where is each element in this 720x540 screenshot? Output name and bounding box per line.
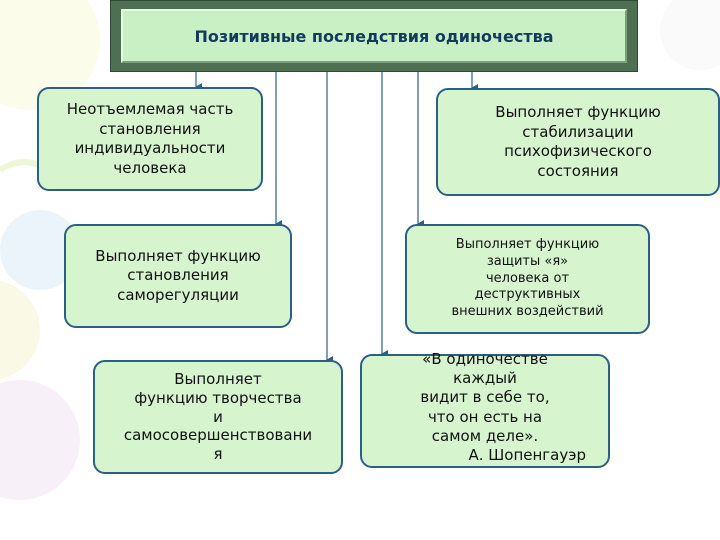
quote-author: А. Шопенгауэр	[468, 445, 586, 464]
quote-block: «В одиночестве каждый видит в себе то, ч…	[362, 350, 608, 465]
box-self-protection-text: Выполняет функцию защиты «я» человека от…	[451, 236, 604, 320]
box-self-protection: Выполняет функцию защиты «я» человека от…	[405, 224, 650, 334]
box-quote: «В одиночестве каждый видит в себе то, ч…	[360, 350, 610, 468]
diagram-title: Позитивные последствия одиночества	[194, 26, 554, 46]
quote-text: «В одиночестве каждый видит в себе то, ч…	[420, 350, 550, 445]
box-stabilization: Выполняет функцию стабилизации психофизи…	[436, 88, 720, 196]
diagram-title-panel: Позитивные последствия одиночества	[121, 9, 627, 63]
diagram-title-frame: Позитивные последствия одиночества	[110, 0, 638, 72]
box-self-regulation-text: Выполняет функцию становления саморегуля…	[95, 246, 261, 304]
box-self-regulation: Выполняет функцию становления саморегуля…	[64, 224, 292, 328]
box-creativity-text: Выполняет функцию творчества и самосовер…	[123, 370, 313, 464]
box-integral-part: Неотъемлемая часть становления индивидуа…	[37, 87, 263, 191]
box-integral-part-text: Неотъемлемая часть становления индивидуа…	[66, 100, 234, 177]
box-stabilization-text: Выполняет функцию стабилизации психофизи…	[495, 103, 661, 180]
box-creativity: Выполняет функцию творчества и самосовер…	[93, 360, 343, 474]
